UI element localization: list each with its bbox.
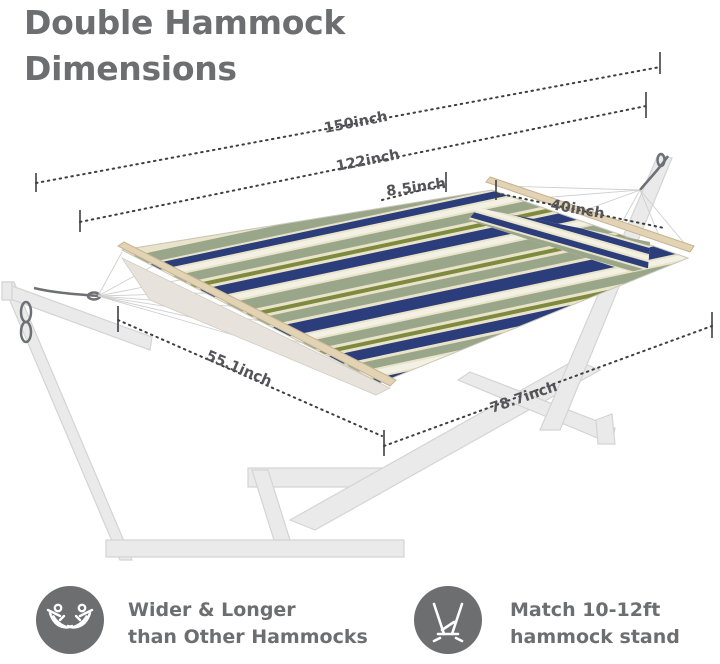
feature-size-line-2: than Other Hammocks: [128, 626, 368, 648]
rope-netting: [120, 256, 391, 396]
hammock-stand-icon: [414, 586, 482, 654]
left-chain: [19, 286, 102, 344]
feature-size: Wider & Longer than Other Hammocks: [128, 597, 368, 651]
page-title: Double Hammock Dimensions: [24, 0, 345, 92]
feature-stand-line-1: Match 10-12ft: [510, 599, 661, 621]
feature-stand-line-2: hammock stand: [510, 626, 680, 648]
right-chain: [639, 152, 670, 191]
bed-width-label: 55.1inch: [203, 348, 274, 390]
pillow-height-line: [381, 183, 447, 201]
pillow-length-line: [495, 192, 665, 229]
spreader-bars: [117, 176, 695, 387]
overall-length-line: [35, 66, 661, 184]
feature-size-line-1: Wider & Longer: [128, 599, 296, 621]
bed-length-line: [79, 105, 647, 223]
stand-base-front: [105, 539, 405, 558]
title-line-1: Double Hammock: [24, 3, 345, 42]
bed-width-line: [117, 319, 383, 437]
hammock-stand: [1, 154, 673, 561]
overall-length-label: 150inch: [323, 109, 389, 137]
feature-stand: Match 10-12ft hammock stand: [510, 597, 680, 651]
dimension-lines: [35, 52, 713, 456]
pillow-height-label: 8.5inch: [385, 176, 447, 200]
stand-length-line: [383, 325, 713, 447]
title-line-2: Dimensions: [24, 49, 237, 88]
two-hammocks-icon: [36, 586, 104, 654]
bed-length-label: 122inch: [335, 147, 401, 175]
